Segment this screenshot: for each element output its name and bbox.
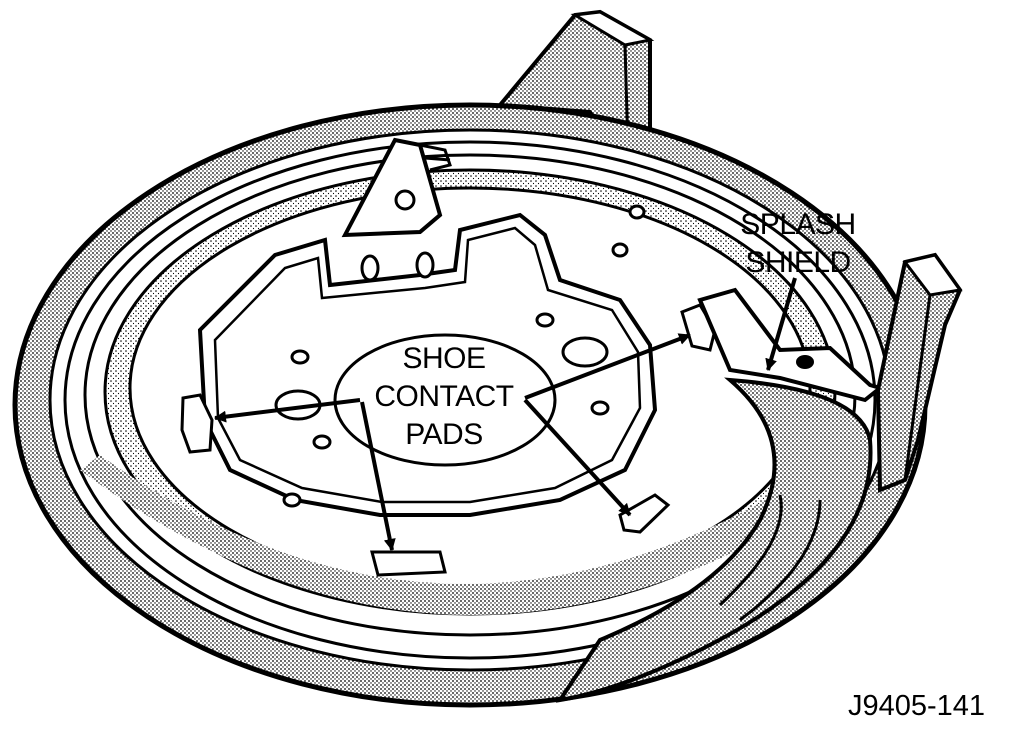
splash-shield-right-tab — [875, 252, 963, 493]
shoe-contact-pad-bottom — [370, 550, 447, 577]
leader-to-right-upper-pad — [524, 333, 691, 400]
shoe-contact-pad-leaders — [214, 333, 691, 551]
label-splash-line2: SHIELD — [745, 246, 850, 279]
center-hub — [274, 204, 646, 508]
leader-to-right-lower-pad — [523, 398, 632, 517]
splash-shield-leader — [765, 277, 797, 371]
leader-to-bottom-pad — [360, 401, 396, 551]
label-splash-line1: SPLASH — [740, 208, 855, 241]
shoe-contact-pad-right-lower — [618, 493, 671, 534]
plate-lower-shading — [80, 440, 870, 615]
figure-id: J9405-141 — [848, 690, 985, 722]
label-shoe-line3: PADS — [405, 418, 482, 451]
label-shoe-line1: SHOE — [402, 342, 485, 375]
splash-shield — [555, 287, 885, 703]
label-shoe-line2: CONTACT — [374, 380, 513, 413]
shoe-contact-pad-left — [180, 393, 214, 454]
leader-to-left-pad — [214, 398, 361, 423]
anchor-bracket — [341, 137, 452, 282]
